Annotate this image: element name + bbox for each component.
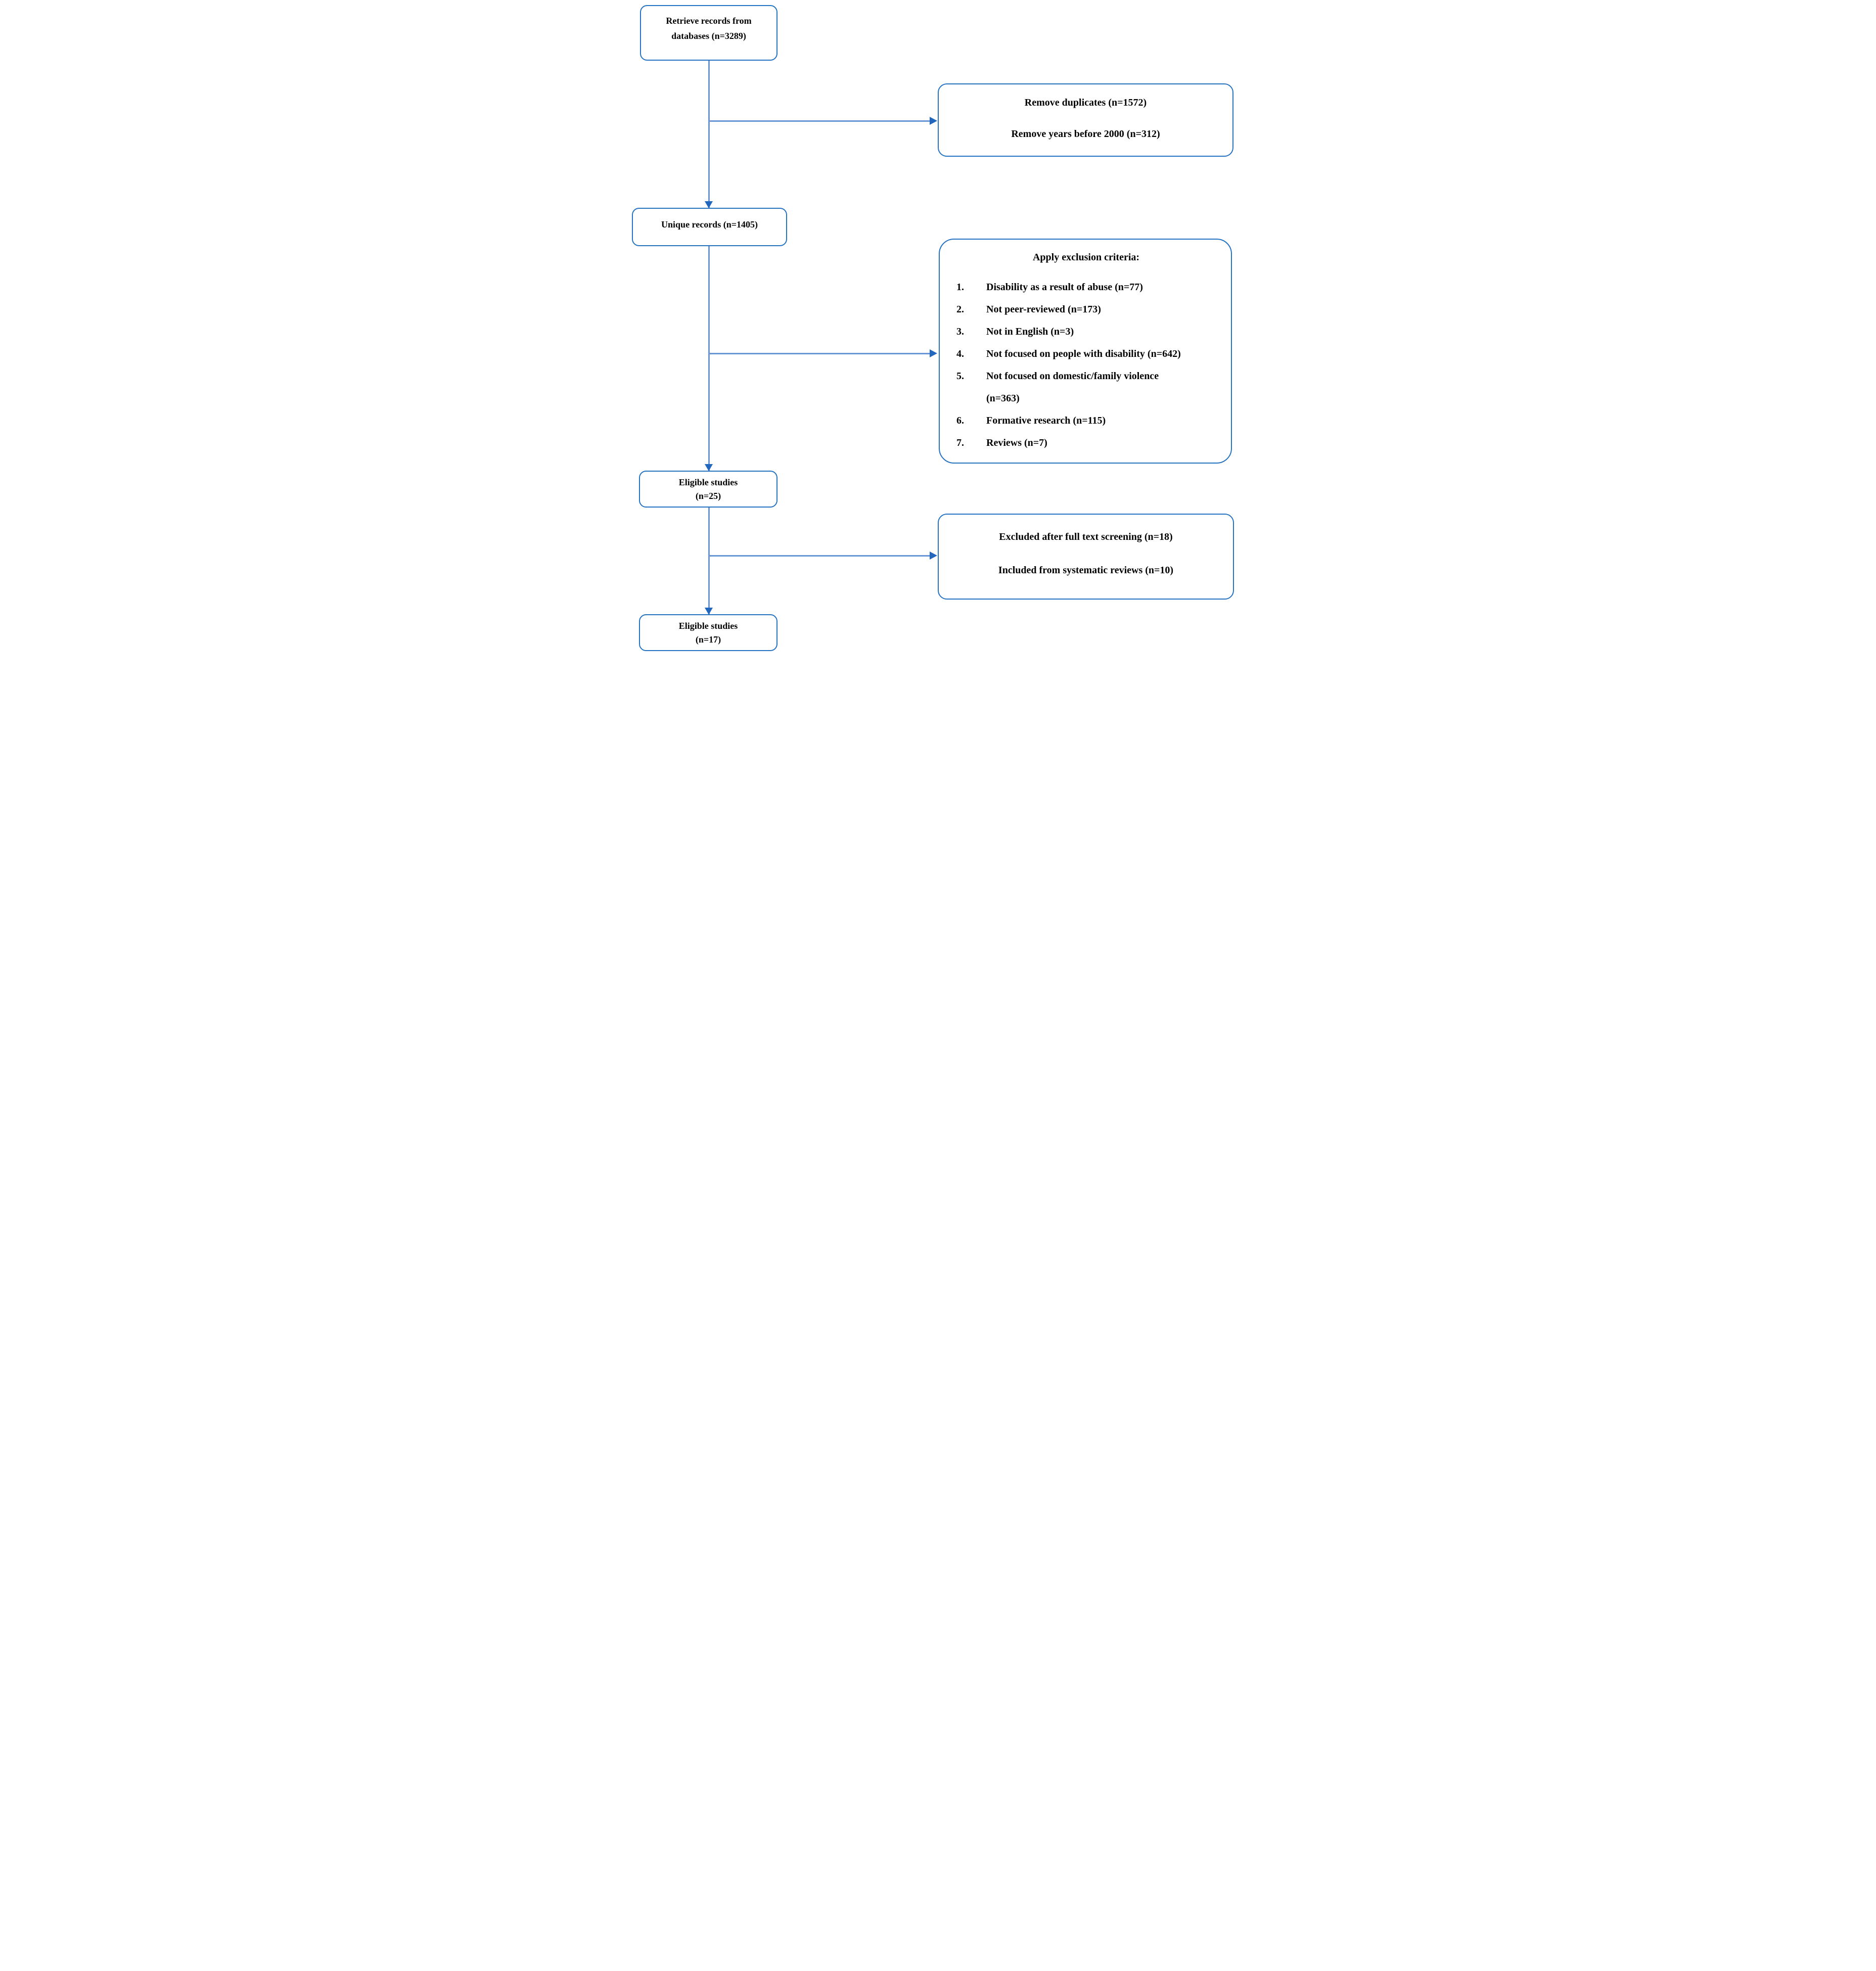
node-eligible-studies-25: Eligible studies (n=25) bbox=[639, 471, 777, 508]
item-text: Reviews (n=7) bbox=[986, 437, 1047, 448]
arrow-down-icon bbox=[705, 464, 713, 471]
arrow-right-icon bbox=[930, 552, 937, 560]
exclusion-item: 5. Not focused on domestic/family violen… bbox=[956, 371, 1216, 404]
item-text: Not in English (n=3) bbox=[986, 326, 1074, 337]
exclusion-item: 1. Disability as a result of abuse (n=77… bbox=[956, 282, 1216, 293]
node-apply-exclusion-criteria: Apply exclusion criteria: 1. Disability … bbox=[939, 239, 1232, 464]
node-text-line: databases (n=3289) bbox=[671, 31, 746, 41]
node-text-line: Remove duplicates (n=1572) bbox=[1024, 97, 1147, 108]
node-text-line: Eligible studies bbox=[678, 620, 738, 631]
item-text: Not focused on people with disability (n… bbox=[986, 348, 1181, 359]
item-number: 3. bbox=[956, 326, 964, 337]
node-eligible-studies-17: Eligible studies (n=17) bbox=[639, 614, 777, 651]
node-fulltext-screening: Excluded after full text screening (n=18… bbox=[938, 514, 1234, 600]
node-text-line: (n=25) bbox=[695, 490, 721, 501]
item-text: Not focused on domestic/family violence bbox=[986, 371, 1159, 382]
item-text: Disability as a result of abuse (n=77) bbox=[986, 282, 1143, 293]
item-text: Formative research (n=115) bbox=[986, 415, 1106, 426]
exclusion-item: 2. Not peer-reviewed (n=173) bbox=[956, 304, 1216, 315]
item-number: 2. bbox=[956, 304, 964, 315]
exclusion-item: 4. Not focused on people with disability… bbox=[956, 348, 1216, 360]
node-text-line: Included from systematic reviews (n=10) bbox=[998, 565, 1174, 576]
flow-diagram: Retrieve records from databases (n=3289)… bbox=[625, 0, 1251, 657]
item-number: 5. bbox=[956, 371, 964, 382]
connector-branch-fulltext bbox=[709, 555, 930, 557]
arrow-right-icon bbox=[930, 349, 937, 357]
connector-unique-to-eligible25 bbox=[708, 246, 710, 471]
item-number: 4. bbox=[956, 348, 964, 359]
node-text-line: Eligible studies bbox=[678, 477, 738, 487]
item-number: 6. bbox=[956, 415, 964, 426]
item-text: Not peer-reviewed (n=173) bbox=[986, 304, 1101, 315]
node-remove-duplicates: Remove duplicates (n=1572) Remove years … bbox=[938, 83, 1233, 157]
node-unique-records: Unique records (n=1405) bbox=[632, 208, 787, 246]
arrow-right-icon bbox=[930, 117, 937, 125]
item-number: 1. bbox=[956, 282, 964, 293]
connector-branch-remove-duplicates bbox=[709, 120, 930, 122]
exclusion-header: Apply exclusion criteria: bbox=[1032, 252, 1140, 263]
connector-eligible25-to-eligible17 bbox=[708, 508, 710, 615]
exclusion-item: 7. Reviews (n=7) bbox=[956, 437, 1216, 449]
node-text-line: (n=17) bbox=[695, 634, 721, 645]
arrow-down-icon bbox=[705, 201, 713, 208]
exclusion-item: 3. Not in English (n=3) bbox=[956, 326, 1216, 338]
exclusion-list: 1. Disability as a result of abuse (n=77… bbox=[956, 282, 1216, 449]
node-text-line: Retrieve records from bbox=[666, 16, 752, 26]
node-text-line: Excluded after full text screening (n=18… bbox=[999, 531, 1173, 542]
arrow-down-icon bbox=[705, 608, 713, 615]
exclusion-item: 6. Formative research (n=115) bbox=[956, 415, 1216, 427]
item-number: 7. bbox=[956, 437, 964, 448]
node-retrieve-records: Retrieve records from databases (n=3289) bbox=[640, 5, 777, 61]
item-text-continued: (n=363) bbox=[986, 393, 1020, 404]
node-text-line: Unique records (n=1405) bbox=[661, 219, 758, 230]
connector-retrieve-to-unique bbox=[708, 61, 710, 208]
connector-branch-exclusion bbox=[709, 353, 930, 354]
node-text-line: Remove years before 2000 (n=312) bbox=[1011, 128, 1160, 140]
